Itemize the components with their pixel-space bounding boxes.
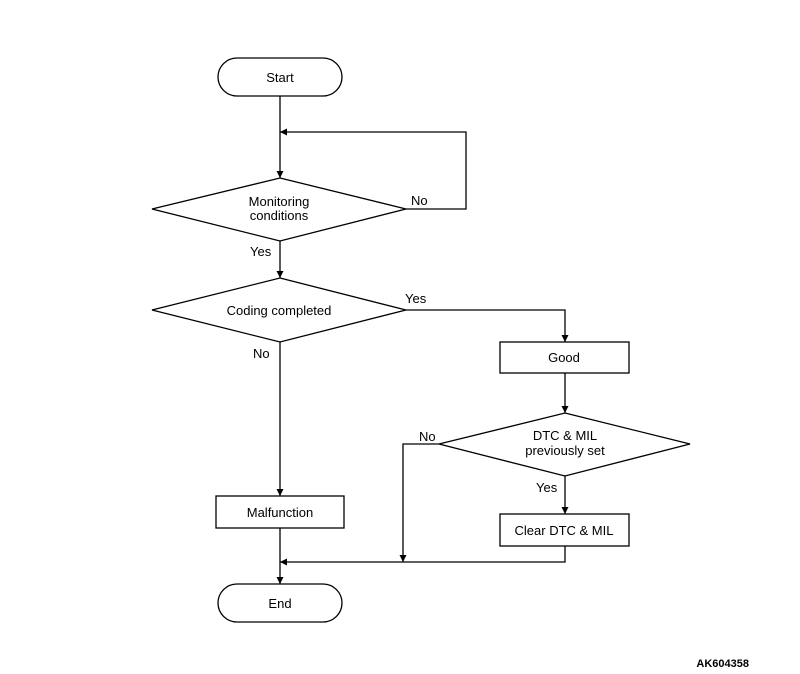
coding-no-label: No: [253, 346, 270, 361]
edge-dtc-no: [399, 443, 439, 562]
clear-label: Clear DTC & MIL: [515, 523, 614, 538]
edge-coding-yes: [406, 309, 569, 342]
malfunction-box: [215, 495, 345, 529]
end-label: End: [268, 596, 291, 611]
good-label: Good: [548, 350, 580, 365]
malfunction-label: Malfunction: [247, 505, 313, 520]
monitoring-label-line2: conditions: [250, 208, 309, 223]
monitoring-yes-label: Yes: [250, 244, 272, 259]
monitoring-no-label: No: [411, 193, 428, 208]
dtc-label-line1: DTC & MIL: [533, 428, 597, 443]
edge-clear-to-join: [280, 546, 566, 566]
dtc-no-label: No: [419, 429, 436, 444]
coding-yes-label: Yes: [405, 291, 427, 306]
clear-dtc-mil-box: [499, 513, 630, 547]
edge-monitoring-no-loop: [280, 128, 467, 210]
figure-code: AK604358: [696, 658, 749, 670]
end-terminal: [217, 583, 343, 623]
start-label: Start: [266, 70, 294, 85]
dtc-label-line2: previously set: [525, 443, 605, 458]
monitoring-label-line1: Monitoring: [249, 194, 310, 209]
coding-label: Coding completed: [227, 303, 332, 318]
dtc-yes-label: Yes: [536, 480, 558, 495]
good-box: [499, 341, 630, 374]
